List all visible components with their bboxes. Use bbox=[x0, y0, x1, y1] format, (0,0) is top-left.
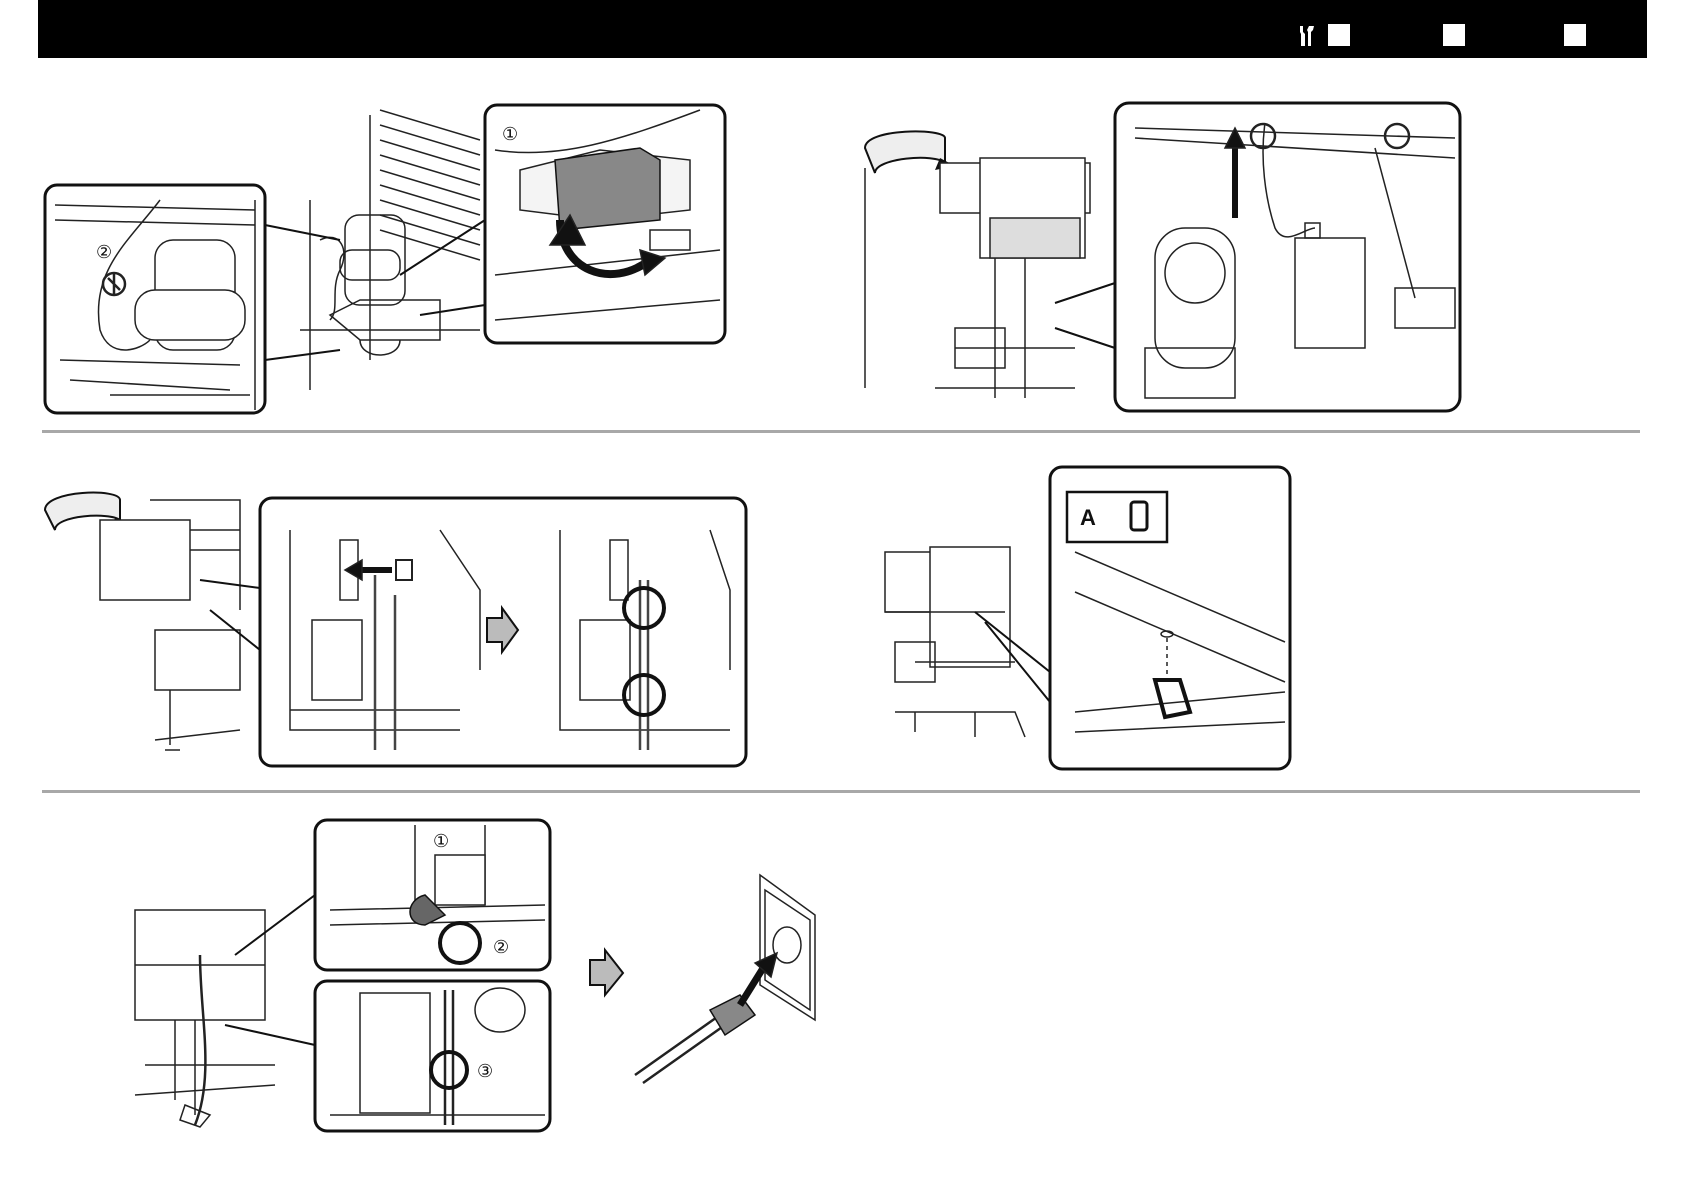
illustration-step1: ② ① bbox=[40, 100, 730, 420]
callout-1: ① bbox=[433, 831, 449, 852]
callout-2: ② bbox=[96, 242, 112, 263]
illustration-step5: ① ② ③ bbox=[115, 815, 825, 1140]
callout-1: ① bbox=[502, 124, 518, 145]
illustration-step4: A bbox=[855, 462, 1295, 774]
language-box-1[interactable] bbox=[1328, 24, 1350, 46]
callout-3: ③ bbox=[477, 1061, 493, 1082]
callout-2: ② bbox=[493, 937, 509, 958]
header-bar bbox=[38, 0, 1647, 58]
illustration-step2 bbox=[855, 98, 1465, 416]
language-box-2[interactable] bbox=[1443, 24, 1465, 46]
wrench-screwdriver-icon bbox=[1296, 24, 1318, 48]
section-divider-1 bbox=[42, 430, 1640, 433]
label-a: A bbox=[1080, 505, 1096, 530]
section-divider-2 bbox=[42, 790, 1640, 793]
language-box-3[interactable] bbox=[1564, 24, 1586, 46]
illustration-step3 bbox=[40, 470, 750, 770]
